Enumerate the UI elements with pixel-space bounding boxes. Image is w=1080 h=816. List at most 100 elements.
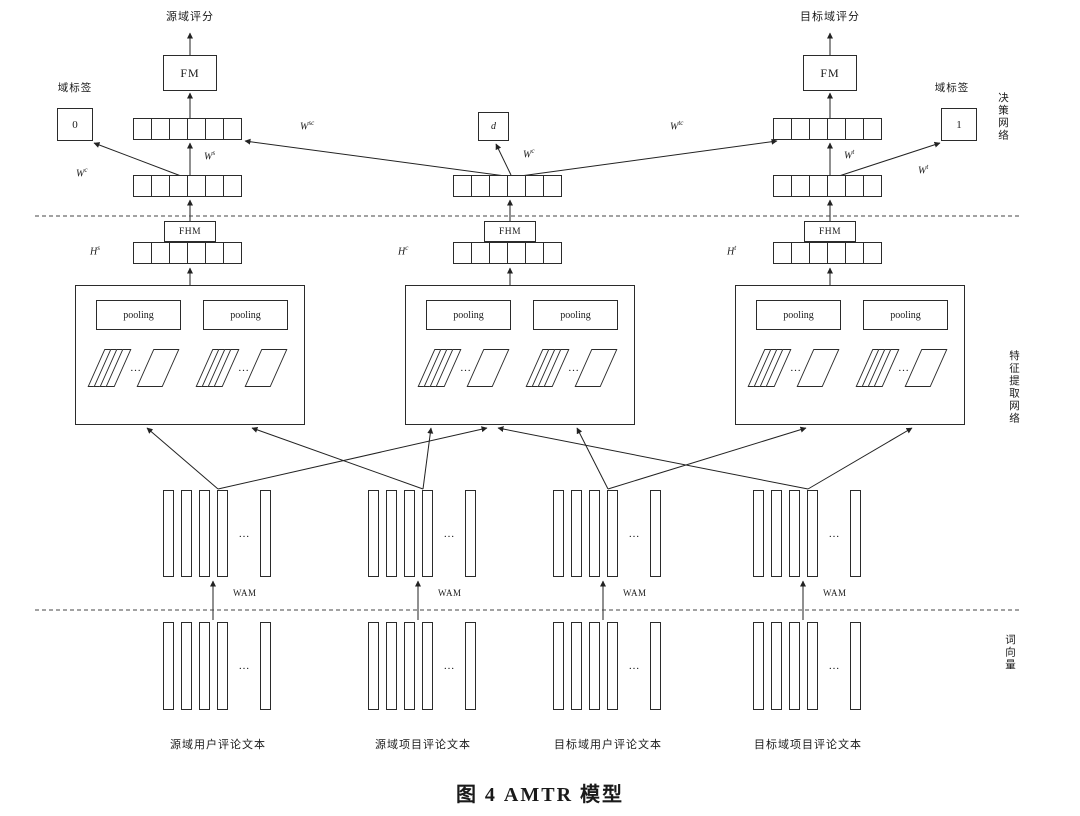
memory-cell (827, 118, 846, 140)
conv-filter-group: … (855, 344, 958, 392)
word-vector-group: … (553, 490, 661, 577)
memory-cell (151, 118, 170, 140)
word-vector-bar (163, 490, 174, 577)
word-vector-bar (789, 490, 800, 577)
word-vector-bar (589, 622, 600, 710)
hidden-sup: c (405, 244, 409, 252)
word-vector-bar (753, 490, 764, 577)
memory-cell (205, 175, 224, 197)
section-label-decision-network: 决策网络 (997, 92, 1008, 142)
word-vector-bar (807, 622, 818, 710)
conv-filter-cluster (417, 349, 462, 387)
ellipsis: … (443, 660, 455, 672)
memory-cell (791, 242, 810, 264)
fm-box-target: FM (803, 55, 857, 91)
connection-arrow (512, 138, 778, 178)
fhm-box-target: FHM (804, 221, 856, 242)
source-score-label: 源域评分 (166, 11, 214, 23)
word-vector-bar (607, 490, 618, 577)
word-vector-bar (771, 490, 782, 577)
connection-arrow (576, 427, 609, 490)
ellipsis: … (238, 362, 249, 374)
hidden-base: H (398, 246, 406, 258)
figure-caption: 图 4 AMTR 模型 (455, 784, 625, 806)
conv-filter-cluster (855, 349, 900, 387)
pooling-box: pooling (203, 300, 288, 330)
ellipsis: … (828, 527, 840, 540)
weight-label-wt: Wt (844, 148, 855, 162)
connector-layer (35, 32, 1020, 620)
word-vector-bar (465, 490, 476, 577)
memory-cell (471, 175, 490, 197)
conv-filter-cluster (525, 349, 570, 387)
memory-cell (525, 242, 544, 264)
word-vector-bar (181, 490, 192, 577)
word-vector-bar (163, 622, 174, 710)
conv-filter-group: … (525, 344, 628, 392)
pooling-box: pooling (426, 300, 511, 330)
fhm-box-common: FHM (484, 221, 536, 242)
word-vector-bar (553, 622, 564, 710)
memory-cell (187, 175, 206, 197)
conv-filter-cluster (195, 349, 240, 387)
word-vector-group: … (753, 490, 861, 577)
domain-tag-label-right: 域标签 (934, 83, 970, 94)
memory-cell-row (773, 175, 882, 197)
memory-cell (169, 118, 188, 140)
weight-label-wtc: Wtc (670, 120, 683, 133)
memory-cell (151, 242, 170, 264)
ellipsis: … (130, 362, 141, 374)
hidden-label-hc: Hc (398, 244, 409, 258)
word-vector-bar (181, 622, 192, 710)
memory-cell (773, 118, 792, 140)
memory-cell (453, 242, 472, 264)
weight-label-wsc: Wsc (300, 120, 314, 133)
connection-arrow (93, 142, 182, 177)
memory-cell (827, 175, 846, 197)
hidden-label-hs: Hs (90, 245, 100, 258)
memory-cell (223, 242, 242, 264)
word-vector-group: … (753, 622, 861, 710)
weight-label-wc: Wc (523, 148, 534, 161)
weight-sup: t (852, 148, 855, 156)
word-vector-bar (771, 622, 782, 710)
fm-box-source: FM (163, 55, 217, 91)
section-label-word-vector: 词向量 (1004, 634, 1015, 672)
word-vector-group: … (553, 622, 661, 710)
memory-cell (543, 242, 562, 264)
ellipsis: … (898, 362, 909, 374)
word-vector-bar (260, 490, 271, 577)
memory-cell (205, 118, 224, 140)
ellipsis: … (790, 362, 801, 374)
memory-cell (133, 242, 152, 264)
connection-arrow (807, 427, 913, 490)
conv-filter-group: … (195, 344, 298, 392)
word-vector-bar (850, 622, 861, 710)
wam-label-3: WAM (623, 588, 647, 598)
connection-arrow (146, 427, 219, 490)
pooling-box: pooling (756, 300, 841, 330)
word-vector-bar (571, 622, 582, 710)
fhm-box-source: FHM (164, 221, 216, 242)
word-vector-bar (850, 490, 861, 577)
word-vector-bar (260, 622, 271, 710)
conv-filter-group: … (747, 344, 850, 392)
d-box: d (478, 112, 509, 141)
memory-cell (863, 175, 882, 197)
word-vector-group: … (368, 490, 476, 577)
connection-arrow (244, 138, 514, 178)
connection-arrow (251, 427, 424, 490)
word-vector-bar (789, 622, 800, 710)
memory-cell-row (453, 242, 562, 264)
input-label-target-item: 目标域项目评论文本 (754, 739, 862, 751)
memory-cell (205, 242, 224, 264)
word-vector-bar (607, 622, 618, 710)
connection-arrow (217, 426, 488, 490)
weight-base: W (204, 151, 213, 163)
connection-arrow (497, 426, 809, 490)
word-vector-bar (368, 622, 379, 710)
memory-cell (187, 118, 206, 140)
word-vector-bar (386, 490, 397, 577)
memory-cell (525, 175, 544, 197)
